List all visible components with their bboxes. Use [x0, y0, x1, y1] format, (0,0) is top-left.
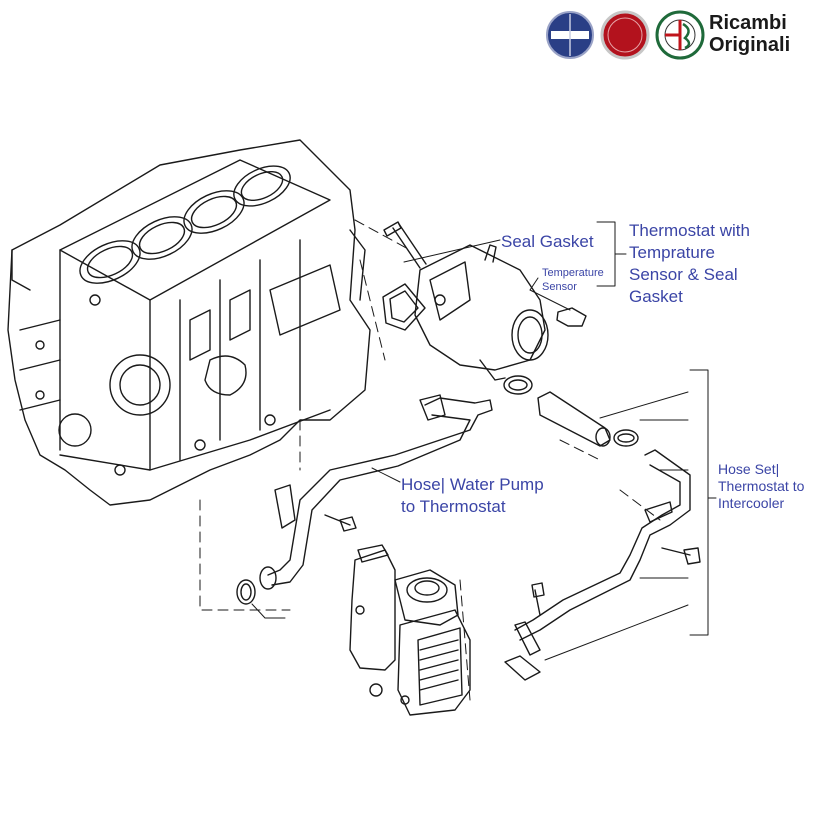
fiat-logo — [600, 10, 650, 60]
engine-block — [7, 139, 371, 506]
bolt-right — [661, 547, 701, 565]
brand-header: Ricambi Originali — [545, 6, 815, 62]
label-seal-gasket: Seal Gasket — [501, 232, 594, 251]
label-hose-set: Hose Set| Thermostat to Intercooler — [718, 461, 804, 512]
label-hose-set-line-1: Hose Set| — [718, 461, 780, 477]
temperature-sensor-part — [556, 307, 587, 327]
brand-title-line-2: Originali — [709, 34, 791, 56]
label-hose-set-line-3: Intercooler — [718, 495, 785, 511]
label-temperature-sensor-line-2: Sensor — [542, 281, 577, 293]
oil-filter-housing — [349, 544, 471, 716]
lancia-logo — [546, 11, 594, 59]
label-temperature-sensor: Temperature Sensor — [542, 266, 604, 294]
label-thermostat-line-2: Temprature — [629, 243, 715, 262]
label-temperature-sensor-line-1: Temperature — [542, 267, 604, 279]
bolt-lower — [531, 582, 545, 616]
brand-title-line-1: Ricambi — [709, 12, 787, 34]
hose-clamp-lower — [613, 429, 639, 447]
hose-upper-part — [537, 391, 611, 447]
leader-lines — [251, 221, 717, 661]
hose-clamp-upper — [503, 375, 533, 395]
bolt-left — [324, 514, 357, 532]
o-ring-part — [236, 579, 256, 605]
alignment-guides — [199, 219, 661, 701]
hose-lower-part — [514, 449, 691, 656]
label-hose-water-pump-line-2: to Thermostat — [401, 497, 506, 516]
label-hose-water-pump-line-1: Hose| Water Pump — [401, 475, 544, 494]
water-pump-hose-part — [259, 394, 493, 590]
alfa-romeo-logo — [655, 10, 705, 60]
label-thermostat-line-4: Gasket — [629, 287, 683, 306]
label-thermostat-line-1: Thermostat with — [629, 221, 750, 240]
label-thermostat-line-3: Sensor & Seal — [629, 265, 738, 284]
seal-gasket-part — [382, 283, 426, 331]
label-hose-set-line-2: Thermostat to — [718, 478, 805, 494]
label-hose-water-pump: Hose| Water Pump to Thermostat — [401, 474, 544, 518]
thermostat-housing — [414, 244, 549, 381]
bolt-top — [383, 221, 427, 269]
gasket-lower — [504, 655, 541, 681]
label-thermostat: Thermostat with Temprature Sensor & Seal… — [629, 220, 750, 308]
brand-title: Ricambi Originali — [709, 12, 790, 56]
